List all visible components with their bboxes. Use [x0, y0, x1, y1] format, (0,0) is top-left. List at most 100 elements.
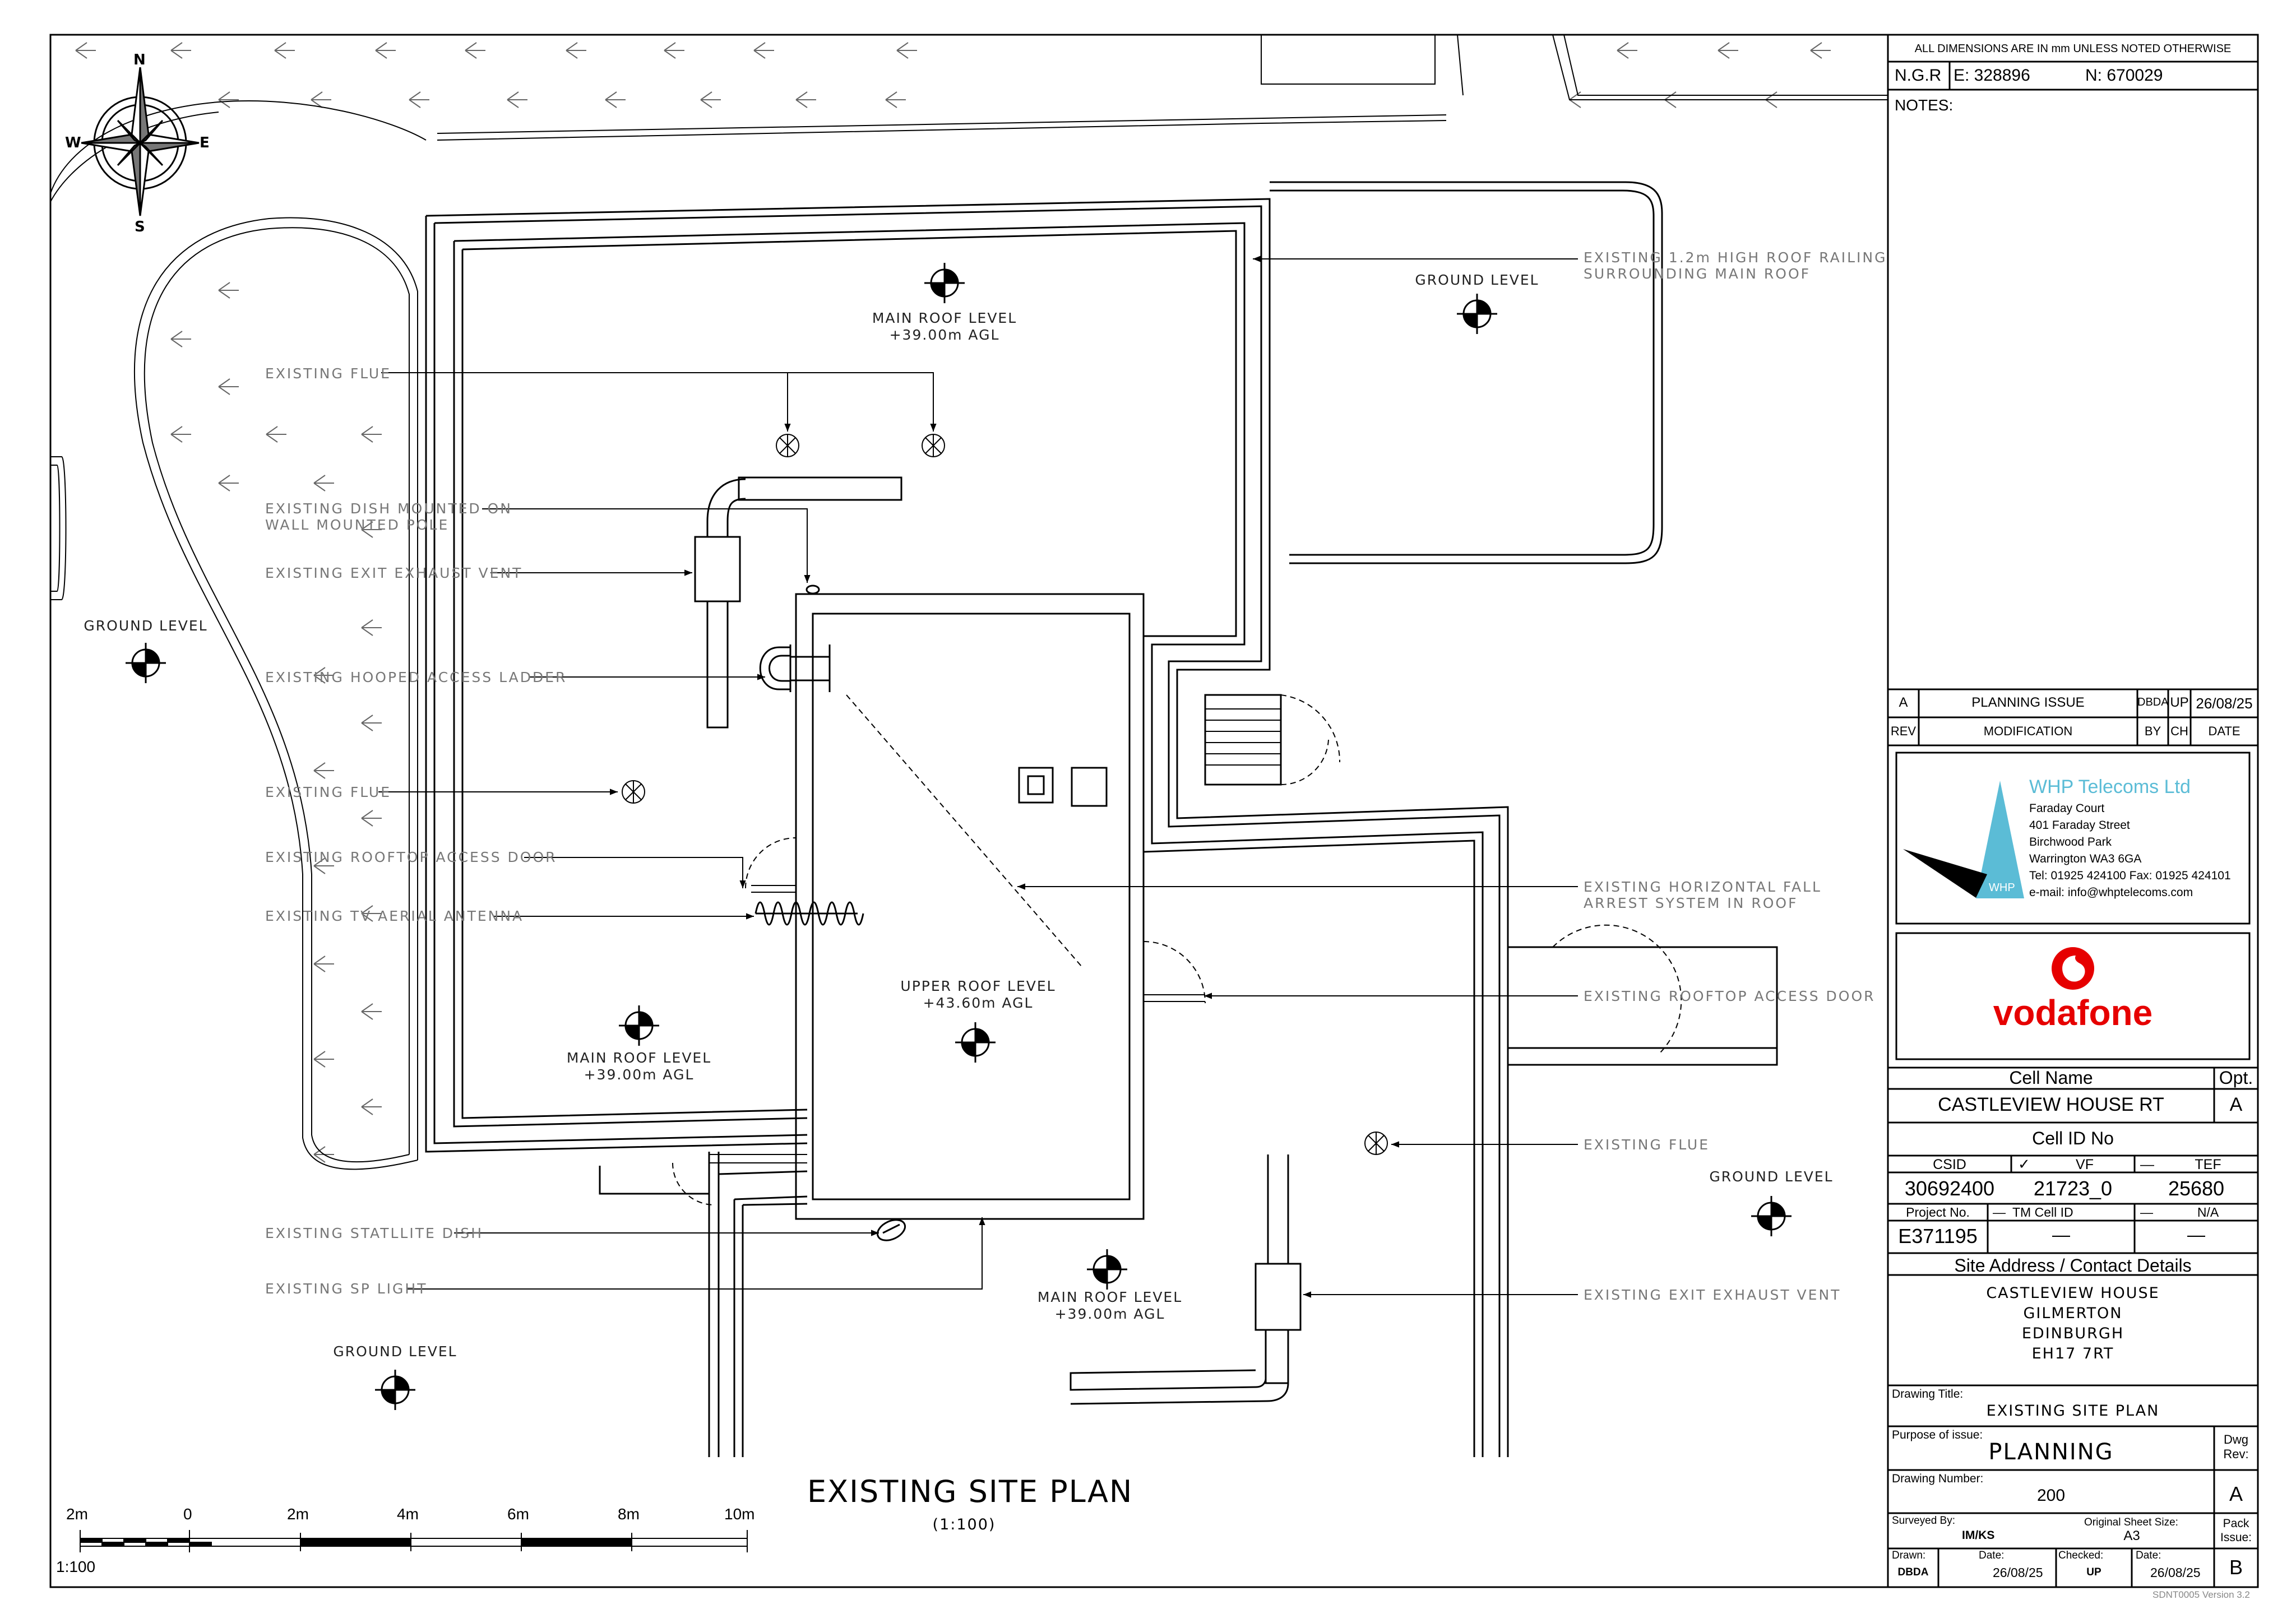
- drawn-by: DBDA: [1897, 1566, 1929, 1578]
- tv-aerial-icon: [754, 901, 864, 926]
- cell-name: CASTLEVIEW HOUSE RT: [1938, 1094, 2164, 1115]
- label-satellite-dish: EXISTING STATLLITE DISH: [265, 1225, 483, 1241]
- landscape-hatch: [75, 42, 1831, 1163]
- drawn-date-label: Date:: [1979, 1550, 2005, 1561]
- flue-icons: [622, 434, 1388, 1155]
- upper-roof: [694, 476, 1302, 1405]
- ngr-easting: E: 328896: [1954, 66, 2030, 85]
- revision-description: PLANNING ISSUE: [1971, 695, 2085, 710]
- date-header: DATE: [2208, 724, 2241, 738]
- by-header: BY: [2144, 724, 2161, 738]
- vf-label: VF: [2076, 1157, 2094, 1172]
- na-dash: —: [2140, 1205, 2153, 1219]
- na-label: N/A: [2197, 1205, 2219, 1219]
- checked-by: UP: [2086, 1566, 2101, 1578]
- wall-dish-icon: [806, 585, 820, 595]
- company-name: WHP Telecoms Ltd: [2029, 776, 2191, 797]
- pack-issue: B: [2229, 1556, 2243, 1579]
- label-exhaust-vent-right: EXISTING EXIT EXHAUST VENT: [1584, 1287, 1841, 1303]
- label-rooftop-door-right: EXISTING ROOFTOP ACCESS DOOR: [1584, 988, 1876, 1004]
- drawing-title: EXISTING SITE PLAN: [1986, 1402, 2160, 1420]
- scale-ratio: 1:100: [56, 1558, 96, 1575]
- purpose-value: PLANNING: [1988, 1439, 2114, 1465]
- hooped-ladder: [759, 644, 831, 692]
- revision-by: DBDA: [2137, 696, 2169, 708]
- whp-logo-text: WHP: [1989, 882, 2015, 894]
- compass-w: W: [65, 135, 82, 151]
- revision-ch: UP: [2170, 695, 2189, 710]
- compass-rose-icon: [81, 67, 200, 216]
- label-tv-aerial: EXISTING TV AERIAL ANTENNA: [265, 908, 524, 924]
- tef-dash: —: [2140, 1157, 2154, 1172]
- label-exhaust-vent-left: EXISTING EXIT EXHAUST VENT: [265, 565, 523, 581]
- drawing-number: 200: [2036, 1486, 2066, 1505]
- ngr-northing: N: 670029: [2085, 66, 2163, 85]
- tm-cell-id: —: [2052, 1225, 2070, 1245]
- purpose-label: Purpose of issue:: [1892, 1429, 1983, 1441]
- leader-lines: [378, 256, 1578, 1298]
- opt-label: Opt.: [2219, 1068, 2253, 1088]
- compass-n: N: [133, 52, 147, 68]
- plan-title: EXISTING SITE PLAN: [807, 1474, 1133, 1509]
- notes-label: NOTES:: [1895, 96, 1954, 114]
- title-block-grid: [1888, 61, 2258, 1587]
- level-upper-roof: UPPER ROOF LEVEL+43.60m AGL: [900, 978, 1056, 1011]
- template-version: SDNT0005 Version 3.2: [2152, 1589, 2250, 1600]
- na-value: —: [2187, 1225, 2205, 1245]
- checked-date-label: Date:: [2136, 1550, 2161, 1561]
- label-existing-flue-2: EXISTING FLUE: [265, 784, 391, 800]
- building-walls: [425, 181, 1778, 1457]
- label-existing-flue-1: EXISTING FLUE: [265, 365, 391, 382]
- scale-label-10: 10m: [724, 1505, 755, 1523]
- scale-label-8: 8m: [618, 1505, 640, 1523]
- modification-header: MODIFICATION: [1983, 724, 2073, 738]
- label-hooped-ladder: EXISTING HOOPED ACCESS LADDER: [265, 669, 567, 685]
- checked-date: 26/08/25: [2150, 1565, 2201, 1580]
- drawing-number-label: Drawing Number:: [1892, 1472, 1984, 1485]
- whp-logo: [1903, 781, 2024, 898]
- dimensions-note: ALL DIMENSIONS ARE IN mm UNLESS NOTED OT…: [1914, 43, 2232, 55]
- site-address-label: Site Address / Contact Details: [1954, 1255, 2192, 1276]
- scale-label-4: 4m: [397, 1505, 419, 1523]
- tef-label: TEF: [2195, 1157, 2221, 1172]
- drawn-label: Drawn:: [1892, 1550, 1926, 1561]
- cell-name-label: Cell Name: [2009, 1068, 2093, 1088]
- plan-scale: (1:100): [932, 1516, 996, 1533]
- label-existing-flue-3: EXISTING FLUE: [1584, 1137, 1710, 1153]
- door-thresholds: [751, 885, 1205, 1002]
- revision-date: 26/08/25: [2196, 695, 2253, 712]
- site-address: CASTLEVIEW HOUSE GILMERTON EDINBURGH EH1…: [1986, 1285, 2160, 1362]
- project-no: E371195: [1898, 1225, 1978, 1248]
- stairs: [709, 708, 1281, 1163]
- scale-label-6: 6m: [507, 1505, 529, 1523]
- level-main-roof-bottom: MAIN ROOF LEVEL+39.00m AGL: [1037, 1289, 1183, 1322]
- csid-value: 30692400: [1904, 1177, 1995, 1200]
- scale-label-0: 0: [183, 1505, 192, 1523]
- label-rooftop-door-left: EXISTING ROOFTOP ACCESS DOOR: [265, 849, 557, 865]
- level-markers: [126, 263, 1792, 1410]
- surveyed-by-label: Surveyed By:: [1892, 1515, 1955, 1527]
- landscape-outlines: [50, 34, 1888, 1170]
- level-ground-left: GROUND LEVEL: [84, 618, 208, 634]
- tm-cell-dash: —: [1993, 1205, 2006, 1219]
- vodafone-logo-icon: [2052, 947, 2094, 990]
- level-ground-top-right: GROUND LEVEL: [1415, 272, 1539, 288]
- checked-label: Checked:: [2058, 1550, 2104, 1561]
- drawing-frame: [49, 34, 2259, 1588]
- vf-value: 21723_0: [2033, 1177, 2113, 1200]
- compass-s: S: [135, 219, 146, 235]
- dwg-rev-value: A: [2229, 1482, 2243, 1505]
- scale-bar: [80, 1530, 748, 1552]
- level-ground-right: GROUND LEVEL: [1709, 1168, 1834, 1185]
- project-no-label: Project No.: [1906, 1205, 1970, 1219]
- cell-opt: A: [2229, 1094, 2243, 1115]
- csid-label: CSID: [1933, 1157, 1966, 1172]
- ngr-label: N.G.R: [1895, 66, 1942, 85]
- surveyed-by: IM/KS: [1962, 1529, 1995, 1542]
